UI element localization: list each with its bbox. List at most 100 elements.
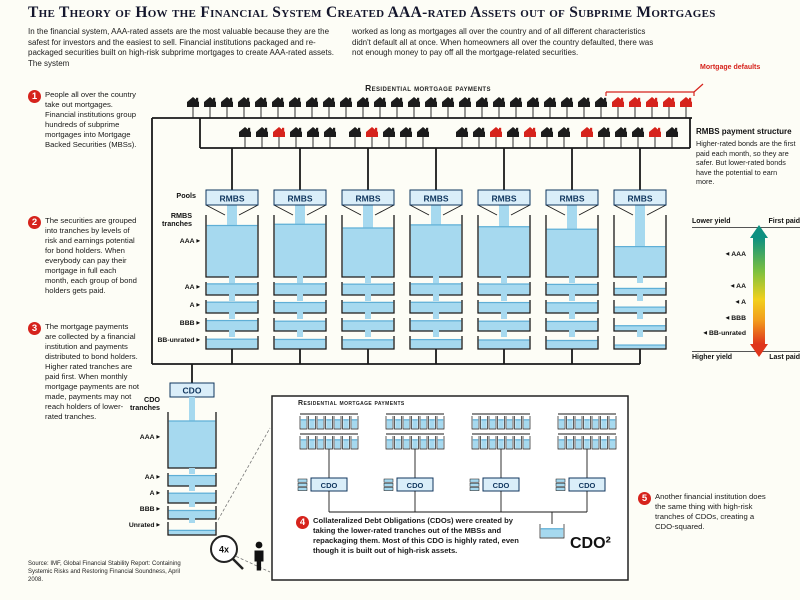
rmbs-box (545, 189, 599, 206)
rmbs-box (205, 189, 259, 206)
note-number-badge: 1 (28, 90, 41, 103)
cdo-squared-label: CDO² (570, 535, 611, 552)
pools-label: Pools (176, 191, 196, 200)
note-2: 2 The securities are grouped into tranch… (28, 216, 140, 296)
rmbs-box-label: RMBS (559, 194, 584, 204)
tranche-name: BBB (731, 315, 746, 322)
main-pipes (151, 117, 692, 383)
right-pointer-icon: ▶ (156, 522, 160, 528)
tranche-name: AA (184, 284, 195, 291)
rmbs-tranche-label-aa: AA▶ (150, 284, 200, 291)
left-pointer-icon: ◀ (725, 315, 730, 321)
cdo-tranche-label-unrated: Unrated▶ (114, 522, 160, 529)
gradient-tranche-label-bb-unrated: ◀BB-unrated (690, 330, 746, 337)
note-number-badge: 5 (638, 492, 651, 505)
last-paid-label: Last paid (769, 354, 800, 361)
magnifier-factor: 4x (219, 545, 229, 555)
tranche-name: BB-unrated (708, 330, 746, 337)
tranche-name: Unrated (128, 522, 155, 529)
page-title: The Theory of How the Financial System C… (28, 4, 716, 21)
note-4: 4 Collateralized Debt Obligations (CDOs)… (296, 516, 522, 555)
tranche-name: BBB (139, 506, 155, 513)
arrow-down-icon (750, 344, 768, 357)
cdo-tranches-label: CDO tranches (130, 395, 160, 412)
rmbs-box-label: RMBS (287, 194, 312, 204)
payment-structure-heading: RMBS payment structure (696, 127, 792, 136)
left-pointer-icon: ◀ (703, 330, 707, 336)
cdo-box-label: CDO (579, 481, 596, 490)
cdo-box-label: CDO (183, 386, 202, 396)
note-text: Another financial institution does the s… (655, 492, 766, 531)
tranche-name: AAA (731, 251, 746, 258)
rmbs-box-label: RMBS (491, 194, 516, 204)
cdo-tranche-label-bbb: BBB▶ (114, 506, 160, 513)
gradient-tranche-label-aaa: ◀AAA (690, 251, 746, 258)
right-pointer-icon: ▶ (196, 284, 200, 290)
rmbs-tranche-label-bb-unrated: BB-unrated▶ (150, 337, 200, 344)
left-pointer-icon: ◀ (735, 299, 740, 305)
intro-left: In the financial system, AAA-rated asset… (28, 27, 334, 68)
source-credit: Source: IMF, Global Financial Stability … (28, 561, 181, 584)
note-text: Collateralized Debt Obligations (CDOs) w… (313, 516, 519, 555)
tranche-name: BBB (179, 320, 195, 327)
higher-yield-label: Higher yield (692, 354, 733, 361)
rmbs-box-label: RMBS (355, 194, 380, 204)
lower-yield-label: Lower yield (692, 218, 731, 225)
rmbs-box (409, 189, 463, 206)
tranche-name: AAA (139, 434, 155, 441)
tranche-name: AA (144, 474, 155, 481)
right-pointer-icon: ▶ (156, 434, 160, 440)
rmbs-tranches-label: RMBS tranches (162, 211, 192, 228)
right-pointer-icon: ▶ (156, 490, 160, 496)
first-paid-label: First paid (768, 218, 800, 225)
note-5: 5 Another financial institution does the… (638, 492, 768, 532)
note-number-badge: 3 (28, 322, 41, 335)
cdo-tranche-label-aaa: AAA▶ (114, 434, 160, 441)
note-text: The mortgage payments are collected by a… (45, 322, 140, 421)
intro-right: worked as long as mortgages all over the… (352, 27, 654, 58)
mortgage-defaults-bracket (605, 83, 704, 96)
right-pointer-icon: ▶ (156, 474, 160, 480)
rmbs-box-label: RMBS (423, 194, 448, 204)
rmbs-tranche-label-bbb: BBB▶ (150, 320, 200, 327)
note-3: 3 The mortgage payments are collected by… (28, 322, 140, 422)
rmbs-box-label: RMBS (219, 194, 244, 204)
right-pointer-icon: ▶ (196, 320, 200, 326)
inset-heading: Residential mortgage payments (298, 400, 405, 407)
payment-structure-text: Higher-rated bonds are the first paid ea… (696, 139, 796, 186)
gradient-tranche-label-a: ◀A (690, 299, 746, 306)
right-pointer-icon: ▶ (196, 337, 200, 343)
rmbs-box (477, 189, 531, 206)
gradient-tranche-label-bbb: ◀BBB (690, 315, 746, 322)
note-number-badge: 4 (296, 516, 309, 529)
person-icon (254, 541, 264, 571)
rmbs-box (341, 189, 395, 206)
tranche-name: A (189, 302, 195, 309)
mortgage-houses (187, 97, 692, 148)
cdo-box-label: CDO (407, 481, 424, 490)
rmbs-tranche-label-aaa: AAA▶ (150, 238, 200, 245)
rmbs-box-label: RMBS (627, 194, 652, 204)
rmbs-box (613, 189, 667, 206)
magnifier-guides (217, 427, 271, 573)
rmbs-tranche-label-a: A▶ (150, 302, 200, 309)
right-pointer-icon: ▶ (196, 302, 200, 308)
right-pointer-icon: ▶ (196, 238, 200, 244)
arrow-up-icon (750, 225, 768, 238)
cdo-tank (167, 412, 217, 536)
rmbs-pool-columns: RMBS RMBS RMBS RMBS RMBS RMBS RMBS (205, 148, 667, 364)
note-text: People all over the country take out mor… (45, 90, 137, 149)
note-1: 1 People all over the country take out m… (28, 90, 140, 150)
yield-row-top: Lower yield First paid (692, 218, 800, 228)
yield-gradient-arrow (753, 238, 765, 344)
tranche-name: A (149, 490, 155, 497)
magnifier-icon: 4x (210, 535, 244, 570)
cdo-box-label: CDO (493, 481, 510, 490)
tranche-name: A (741, 299, 746, 306)
tranche-name: BB-unrated (157, 337, 195, 344)
rmbs-box (273, 189, 327, 206)
note-number-badge: 2 (28, 216, 41, 229)
